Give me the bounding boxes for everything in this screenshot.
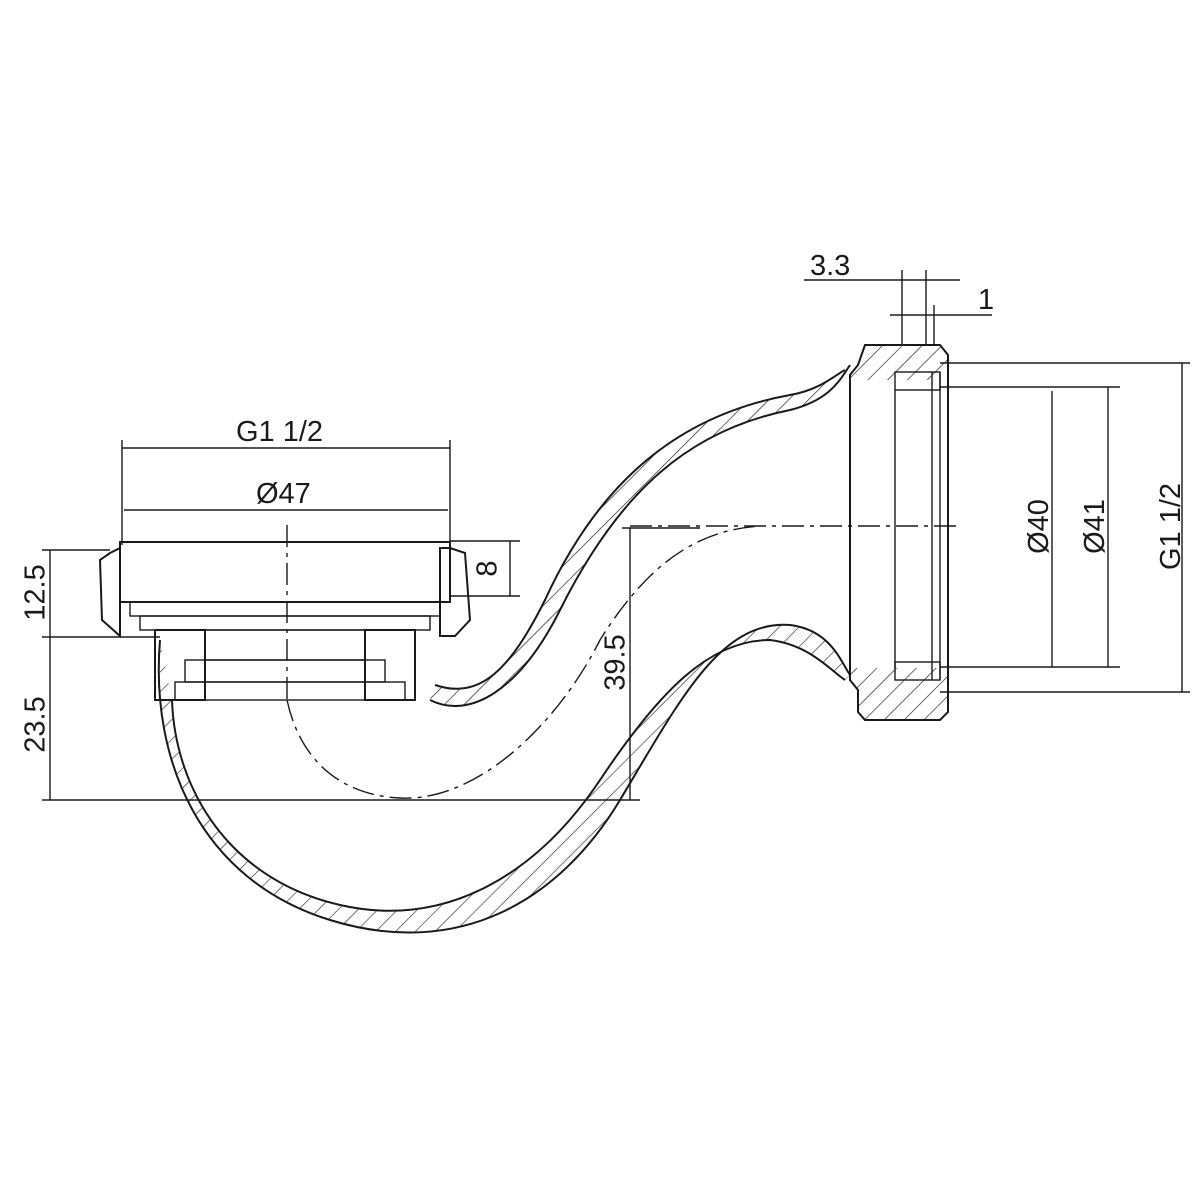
trap-body <box>157 364 851 934</box>
outlet-connection <box>630 344 960 721</box>
dim-lower-height: 23.5 <box>19 696 52 753</box>
dim-trap-depth: 39.5 <box>599 634 632 691</box>
dim-top-diameter: Ø47 <box>256 478 311 510</box>
dim-outlet-thread: G1 1/2 <box>1155 482 1188 571</box>
dim-top-thread: G1 1/2 <box>236 416 324 448</box>
dim-gap-width: 1 <box>978 284 995 316</box>
dim-inner-diameter-40: Ø40 <box>1022 499 1055 554</box>
dim-inner-diameter-41: Ø41 <box>1078 499 1111 554</box>
dim-gasket-height: 8 <box>471 560 504 577</box>
dimension-lines <box>42 270 1190 801</box>
top-nut-assembly <box>98 525 472 701</box>
dim-nut-height: 12.5 <box>19 564 52 621</box>
dim-flange-width: 3.3 <box>810 250 851 282</box>
